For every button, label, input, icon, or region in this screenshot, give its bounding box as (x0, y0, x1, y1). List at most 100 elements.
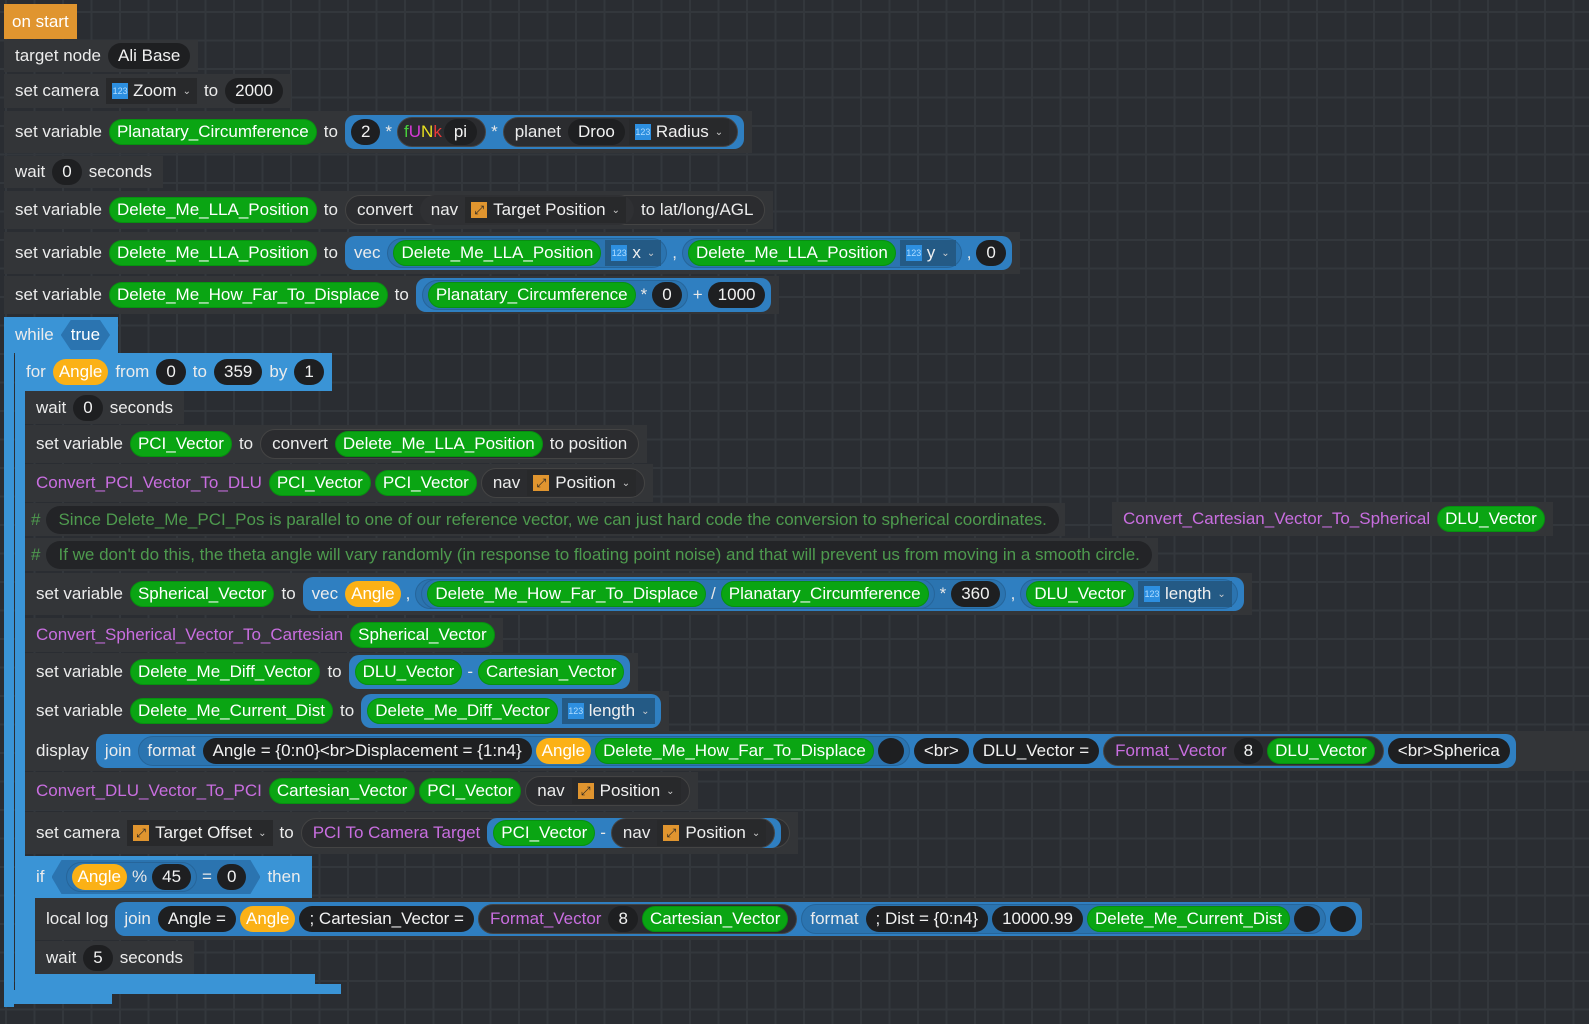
subtract-expression[interactable]: PCI_Vector - nav ⤢Position⌄ (487, 818, 782, 848)
variable-delete-me-lla-position[interactable]: Delete_Me_LLA_Position (393, 240, 602, 266)
add-expression[interactable]: Planatary_Circumference * 0 + 1000 (415, 278, 772, 312)
vec-expression[interactable]: vec Angle , Delete_Me_How_Far_To_Displac… (302, 577, 1244, 611)
variable-cartesian-vector[interactable]: Cartesian_Vector (477, 659, 625, 685)
variable-pci-vector[interactable]: PCI_Vector (129, 431, 232, 457)
wait-block[interactable]: wait 0 seconds (25, 391, 185, 424)
format-string[interactable]: ; Dist = {0:n4} (865, 906, 989, 932)
comment-text[interactable]: Since Delete_Me_PCI_Pos is parallel to o… (46, 505, 1059, 534)
variable-angle[interactable]: Angle (72, 864, 127, 890)
while-block[interactable]: while true (4, 317, 119, 353)
empty-slot[interactable] (877, 738, 904, 764)
wait-value[interactable]: 0 (52, 159, 82, 185)
nav-block[interactable]: nav ⤢Position⌄ (525, 776, 690, 806)
pci-to-camera-target-call[interactable]: PCI To Camera Target PCI_Vector - nav ⤢P… (300, 818, 791, 848)
number-value[interactable]: 10000.99 (992, 906, 1083, 932)
wait-value[interactable]: 0 (73, 394, 103, 421)
convert-cartesian-to-spherical-block[interactable]: Convert_Cartesian_Vector_To_Spherical DL… (1112, 502, 1553, 536)
number-45[interactable]: 45 (152, 864, 191, 890)
variable-delete-me-lla-position[interactable]: Delete_Me_LLA_Position (108, 240, 317, 266)
local-log-block[interactable]: local log join Angle = Angle ; Cartesian… (35, 898, 1371, 940)
format-vector-call[interactable]: Format_Vector 8 Cartesian_Vector (477, 904, 798, 934)
multiply-expression[interactable]: Planatary_Circumference * 0 (421, 280, 688, 310)
if-block[interactable]: if Angle % 45 = 0 then (25, 856, 312, 898)
variable-pci-vector[interactable]: PCI_Vector (493, 820, 596, 846)
variable-delete-me-lla-position[interactable]: Delete_Me_LLA_Position (334, 431, 543, 457)
convert-to-lla-block[interactable]: convert nav ⤢Target Position⌄ to lat/lon… (344, 195, 766, 225)
pi-value[interactable]: pi (443, 119, 478, 145)
on-start-hat-block[interactable]: on start (4, 4, 77, 39)
variable-dlu-vector[interactable]: DLU_Vector (354, 659, 463, 685)
comment-block[interactable]: # If we don't do this, the theta angle w… (25, 538, 1158, 571)
number-2[interactable]: 2 (350, 119, 381, 145)
join-expression[interactable]: join Angle = Angle ; Cartesian_Vector = … (115, 902, 1363, 936)
dlu-vector-label-string[interactable]: DLU_Vector = (972, 738, 1100, 764)
variable-planatary-circumference[interactable]: Planatary_Circumference (108, 119, 317, 145)
variable-dlu-vector[interactable]: DLU_Vector (1267, 738, 1375, 764)
variable-planatary-circumference[interactable]: Planatary_Circumference (427, 282, 636, 308)
to-value[interactable]: 359 (213, 359, 263, 385)
equals-condition[interactable]: Angle % 45 = 0 (52, 860, 261, 894)
variable-angle[interactable]: Angle (52, 359, 109, 385)
variable-delete-me-lla-position[interactable]: Delete_Me_LLA_Position (687, 240, 896, 266)
format-expression[interactable]: format ; Dist = {0:n4} 10000.99 Delete_M… (801, 904, 1327, 934)
funk-pi-block[interactable]: fUNk pi (397, 117, 487, 147)
spherical-label-string[interactable]: <br>Spherica (1387, 738, 1510, 764)
nav-block[interactable]: nav ⤢Position⌄ (480, 468, 646, 498)
nav-block[interactable]: nav ⤢Position⌄ (610, 818, 776, 848)
variable-delete-me-how-far-to-displace[interactable]: Delete_Me_How_Far_To_Displace (427, 581, 707, 607)
display-block[interactable]: display join format Angle = {0:n0}<br>Di… (25, 731, 1589, 771)
nav-property-dropdown[interactable]: ⤢Position⌄ (657, 820, 767, 846)
modulo-expression[interactable]: Angle % 45 (66, 862, 198, 892)
variable-pci-vector[interactable]: PCI_Vector (374, 470, 477, 496)
set-displace-block[interactable]: set variable Delete_Me_How_Far_To_Displa… (4, 276, 780, 314)
set-current-dist-block[interactable]: set variable Delete_Me_Current_Dist to D… (25, 691, 670, 731)
variable-delete-me-current-dist[interactable]: Delete_Me_Current_Dist (129, 698, 334, 724)
convert-to-position-block[interactable]: convert Delete_Me_LLA_Position to positi… (260, 429, 640, 459)
set-pci-vector-block[interactable]: set variable PCI_Vector to convert Delet… (25, 425, 648, 463)
set-lla-position-block[interactable]: set variable Delete_Me_LLA_Position to c… (4, 191, 774, 229)
variable-cartesian-vector[interactable]: Cartesian_Vector (268, 778, 416, 804)
variable-spherical-vector[interactable]: Spherical_Vector (350, 622, 495, 648)
wait-value[interactable]: 5 (83, 944, 113, 971)
cartesian-label-string[interactable]: ; Cartesian_Vector = (299, 906, 474, 932)
number-0[interactable]: 0 (652, 282, 682, 308)
comment-text[interactable]: If we don't do this, the theta angle wil… (46, 540, 1152, 569)
set-lla-vec-block[interactable]: set variable Delete_Me_LLA_Position to v… (4, 232, 1020, 274)
nav-block[interactable]: nav ⤢Target Position⌄ (419, 195, 634, 225)
nav-property-dropdown[interactable]: ⤢Position⌄ (571, 778, 681, 804)
by-value[interactable]: 1 (294, 359, 324, 385)
precision-value[interactable]: 8 (608, 906, 638, 932)
variable-delete-me-how-far-to-displace[interactable]: Delete_Me_How_Far_To_Displace (108, 282, 388, 308)
comment-block[interactable]: # Since Delete_Me_PCI_Pos is parallel to… (25, 503, 1065, 536)
br-string[interactable]: <br> (913, 738, 969, 764)
join-expression[interactable]: join format Angle = {0:n0}<br>Displaceme… (95, 734, 1516, 768)
number-0[interactable]: 0 (217, 864, 246, 890)
variable-planatary-circumference[interactable]: Planatary_Circumference (720, 581, 929, 607)
target-node-block[interactable]: target node Ali Base (4, 40, 199, 72)
set-camera-offset-block[interactable]: set camera ⤢Target Offset⌄ to PCI To Cam… (25, 812, 799, 854)
variable-dlu-vector[interactable]: DLU_Vector (1437, 506, 1545, 532)
variable-pci-vector[interactable]: PCI_Vector (419, 778, 522, 804)
convert-pci-to-dlu-block[interactable]: Convert_PCI_Vector_To_DLU PCI_Vector PCI… (25, 464, 654, 502)
wait-block[interactable]: wait 0 seconds (4, 156, 164, 188)
multiply-expression[interactable]: Delete_Me_How_Far_To_Displace / Planatar… (415, 579, 1006, 609)
wait-block[interactable]: wait 5 seconds (35, 941, 195, 974)
variable-delete-me-how-far-to-displace[interactable]: Delete_Me_How_Far_To_Displace (595, 738, 874, 764)
variable-delete-me-lla-position[interactable]: Delete_Me_LLA_Position (108, 197, 317, 223)
number-1000[interactable]: 1000 (707, 282, 766, 308)
empty-slot[interactable] (1294, 906, 1321, 932)
format-expression[interactable]: format Angle = {0:n0}<br>Displacement = … (138, 736, 910, 766)
variable-delete-me-diff-vector[interactable]: Delete_Me_Diff_Vector (129, 659, 321, 685)
convert-spherical-to-cartesian-block[interactable]: Convert_Spherical_Vector_To_Cartesian Sp… (25, 618, 503, 652)
divide-expression[interactable]: Delete_Me_How_Far_To_Displace / Planatar… (421, 579, 935, 609)
variable-delete-me-current-dist[interactable]: Delete_Me_Current_Dist (1087, 906, 1291, 932)
